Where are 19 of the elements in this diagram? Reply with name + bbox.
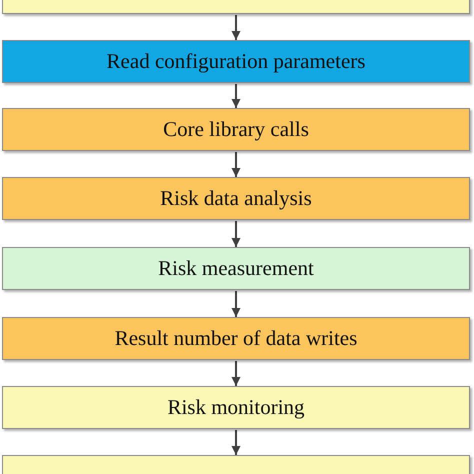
step-label: Read configuration parameters: [106, 49, 366, 74]
process-box: [2, 317, 470, 360]
arrow: [232, 152, 240, 177]
process-box: [2, 386, 470, 429]
arrow: [232, 361, 240, 386]
step-label: Risk measurement: [158, 256, 314, 281]
step-label: Result number of data writes: [114, 326, 358, 351]
step-label: Risk data analysis: [160, 186, 312, 211]
arrow: [232, 221, 240, 247]
process-box: [2, 177, 470, 220]
step-label: Risk monitoring: [167, 395, 305, 420]
step-label: Core library calls: [163, 117, 309, 142]
process-box: [2, 247, 470, 290]
arrow: [232, 15, 240, 40]
arrow: [232, 430, 240, 455]
arrow: [232, 84, 240, 108]
arrow: [232, 291, 240, 317]
process-box: [2, 108, 470, 151]
process-box: [2, 40, 470, 83]
